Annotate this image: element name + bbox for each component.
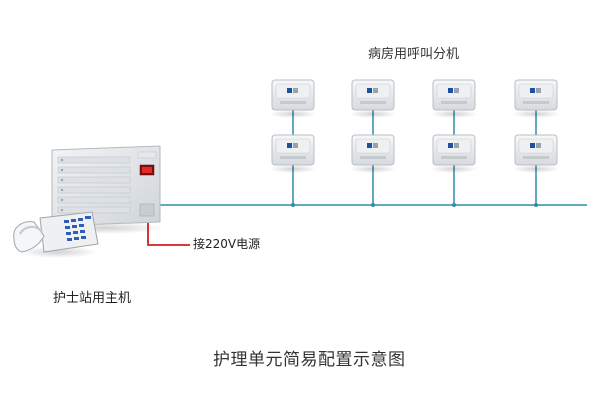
panel-speaker [139,203,155,217]
ward-call-unit [512,79,560,118]
host-label: 护士站用主机 [53,291,132,306]
bus-junctions [291,203,538,207]
ward-call-unit [269,79,317,118]
ward-call-unit [512,134,560,173]
diagram-caption: 护理单元简易配置示意图 [213,350,406,370]
ward-call-unit [430,134,478,173]
junction-dot [291,203,295,207]
ward-units-label: 病房用呼叫分机 [368,47,460,62]
ward-call-unit [430,79,478,118]
power-label: 接220V电源 [193,237,261,251]
junction-dot [371,203,375,207]
panel-indicator-rows [57,156,131,214]
panel-brand-plate [137,151,157,159]
junction-dot [534,203,538,207]
junction-dot [452,203,456,207]
ward-call-unit [349,79,397,118]
ward-call-unit [269,134,317,173]
telephone-icon [13,211,99,258]
ward-call-unit [349,134,397,173]
